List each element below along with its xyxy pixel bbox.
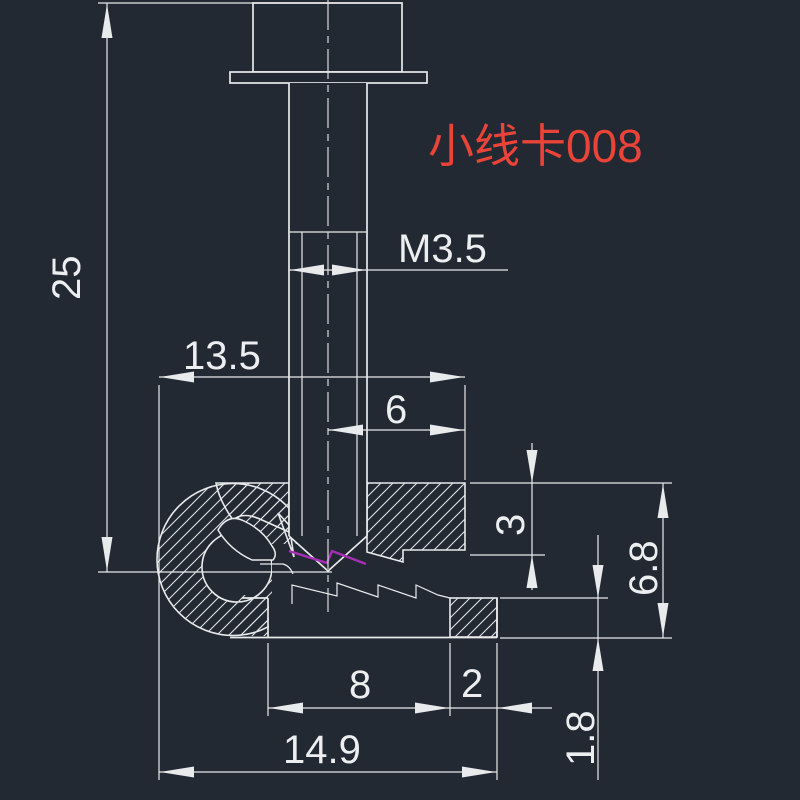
jaw-beak [277,512,295,558]
dim-base-thickness-label: 1.8 [559,710,603,766]
dimension-2: 2 [461,662,532,714]
dimension-m3_5: M3.5 [289,227,508,276]
dimension-6: 6 [328,388,465,436]
dimension-25: 25 [45,3,113,572]
dimension-3: 3 [489,443,538,590]
dim-slot-width-label: 8 [349,663,371,707]
dim-body-width-label: 13.5 [183,334,261,378]
dimension-1_8: 1.8 [559,535,604,780]
dimension-6_8: 6.8 [622,483,669,638]
teeth-highlight [288,549,367,566]
dim-thread-label: M3.5 [398,227,487,271]
dim-upper-thickness-label: 3 [489,514,533,536]
ratchet-arm-teeth [291,582,451,604]
dimension-8: 8 [268,663,552,714]
screw-shank-edges [288,83,368,536]
hook-bottom-patch [235,595,268,636]
wire-channel [217,517,276,561]
dim-clip-height-label: 6.8 [622,540,666,596]
part-name-label: 小线卡008 [428,120,643,172]
dim-overall-height-label: 25 [45,256,89,301]
extension-lines [98,2,672,780]
dim-right-span-label: 6 [385,388,407,432]
screw-tip-cone [288,535,368,573]
clip-body [156,482,498,639]
thread-minor-lines [301,232,358,538]
right-foot [449,597,498,638]
dim-overall-length-label: 14.9 [283,728,361,772]
dimension-13_5: 13.5 [159,334,465,383]
dimension-14_9: 14.9 [159,728,497,778]
dim-foot-width-label: 2 [461,662,483,706]
upper-right-body [366,482,466,564]
